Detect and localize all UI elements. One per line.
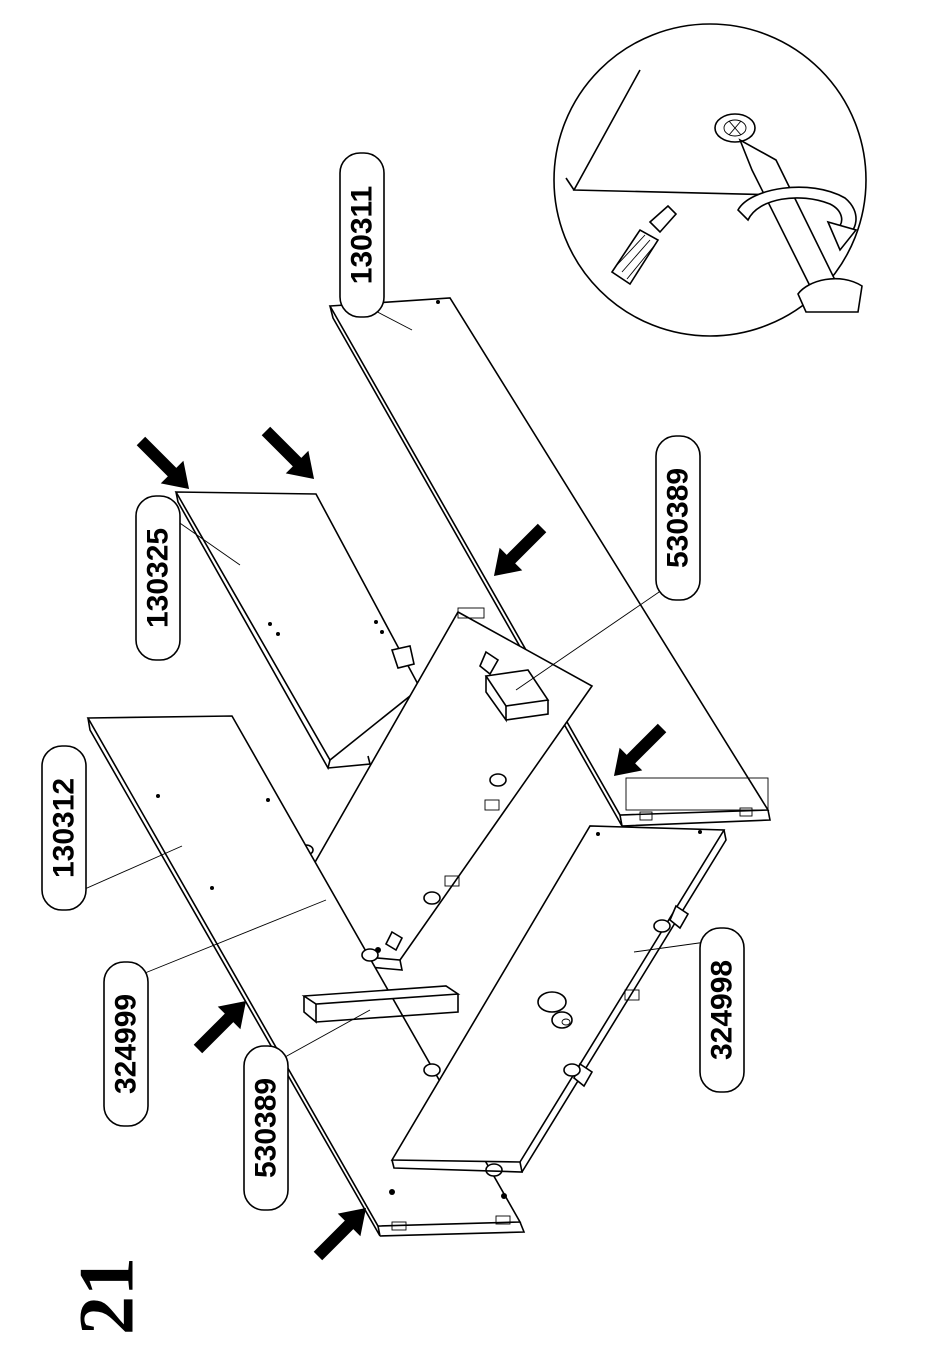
label-130311: 130311 — [340, 153, 384, 317]
cam-lock-icon — [715, 114, 755, 142]
label-530389-left: 530389 — [244, 1046, 288, 1210]
step-number: 21 — [63, 1257, 150, 1335]
svg-text:130312: 130312 — [48, 778, 81, 878]
svg-text:130325: 130325 — [142, 528, 175, 628]
svg-text:324998: 324998 — [706, 960, 739, 1060]
svg-text:324999: 324999 — [110, 994, 143, 1094]
arrow-icon — [187, 990, 258, 1061]
dowel-screw-icon — [612, 206, 676, 284]
detail-inset — [554, 24, 866, 336]
svg-text:530389: 530389 — [662, 468, 695, 568]
label-530389-right: 530389 — [656, 436, 700, 600]
label-324999: 324999 — [104, 962, 148, 1126]
label-130325: 130325 — [136, 496, 180, 660]
arrow-icon — [130, 430, 201, 501]
arrow-icon — [255, 420, 326, 491]
label-130312: 130312 — [42, 746, 86, 910]
svg-text:530389: 530389 — [250, 1078, 283, 1178]
label-324998: 324998 — [700, 928, 744, 1092]
svg-text:21: 21 — [63, 1257, 150, 1335]
svg-text:130311: 130311 — [346, 186, 379, 284]
